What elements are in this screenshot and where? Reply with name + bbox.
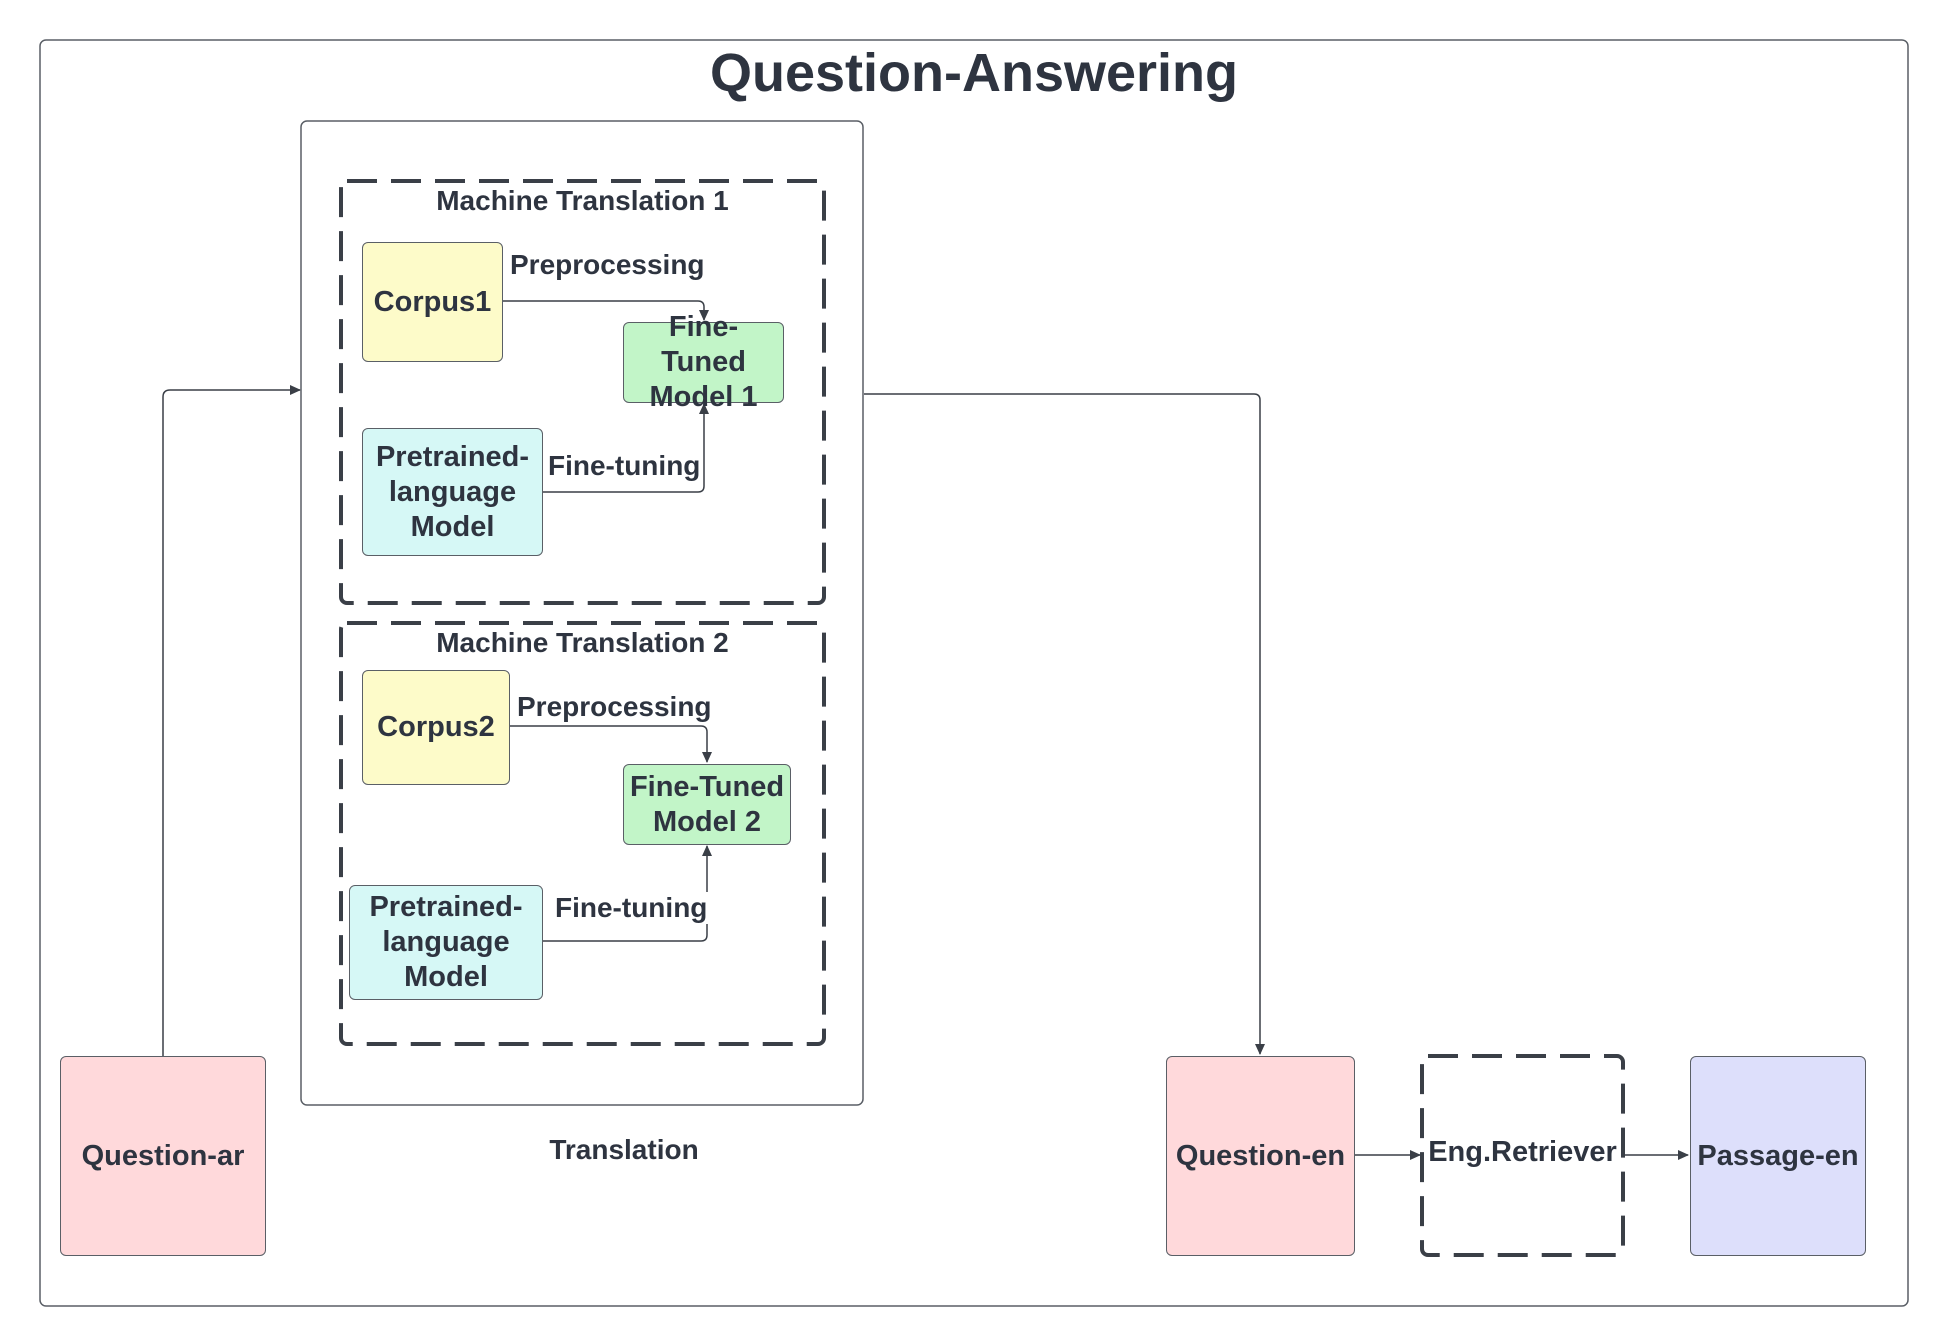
translation-label: Translation [549, 1134, 699, 1165]
edge-translation-to-question-en [864, 393, 1265, 1055]
question-ar-node: Question-ar [60, 1056, 266, 1256]
outer-frame [39, 39, 1909, 1307]
machine-translation-2-label: Machine Translation 2 [436, 627, 729, 658]
machine-translation-1-label: Machine Translation 1 [436, 185, 729, 216]
fine-tuning-2-label: Fine-tuning [553, 892, 710, 924]
machine-translation-2-group [339, 621, 826, 1046]
corpus2-node: Corpus2 [362, 670, 510, 785]
diagram-title: Question-Answering [709, 43, 1239, 103]
pretrained-model-2-node: Pretrained-language Model [349, 885, 543, 1000]
fine-tuned-model-2-node: Fine-Tuned Model 2 [623, 764, 791, 845]
edge-pretrained1-finetuning [542, 403, 709, 493]
retriever-label: Eng.Retriever [1428, 1136, 1617, 1168]
machine-translation-1-group [339, 179, 826, 605]
passage-en-node: Passage-en [1690, 1056, 1866, 1256]
pretrained-model-1-node: Pretrained-language Model [362, 428, 543, 556]
fine-tuning-1-label: Fine-tuning [546, 450, 703, 482]
corpus1-node: Corpus1 [362, 242, 503, 362]
retriever-box [1420, 1054, 1625, 1257]
preprocessing-1-label: Preprocessing [508, 249, 707, 281]
fine-tuned-model-1-node: Fine-Tuned Model 1 [623, 311, 784, 413]
edge-corpus2-preprocessing [509, 725, 712, 763]
preprocessing-2-label: Preprocessing [515, 691, 714, 723]
edge-pretrained2-finetuning [542, 845, 712, 942]
edge-corpus1-preprocessing [502, 300, 709, 321]
question-en-node: Question-en [1166, 1056, 1355, 1256]
edge-question-ar-to-translation [162, 385, 301, 1056]
